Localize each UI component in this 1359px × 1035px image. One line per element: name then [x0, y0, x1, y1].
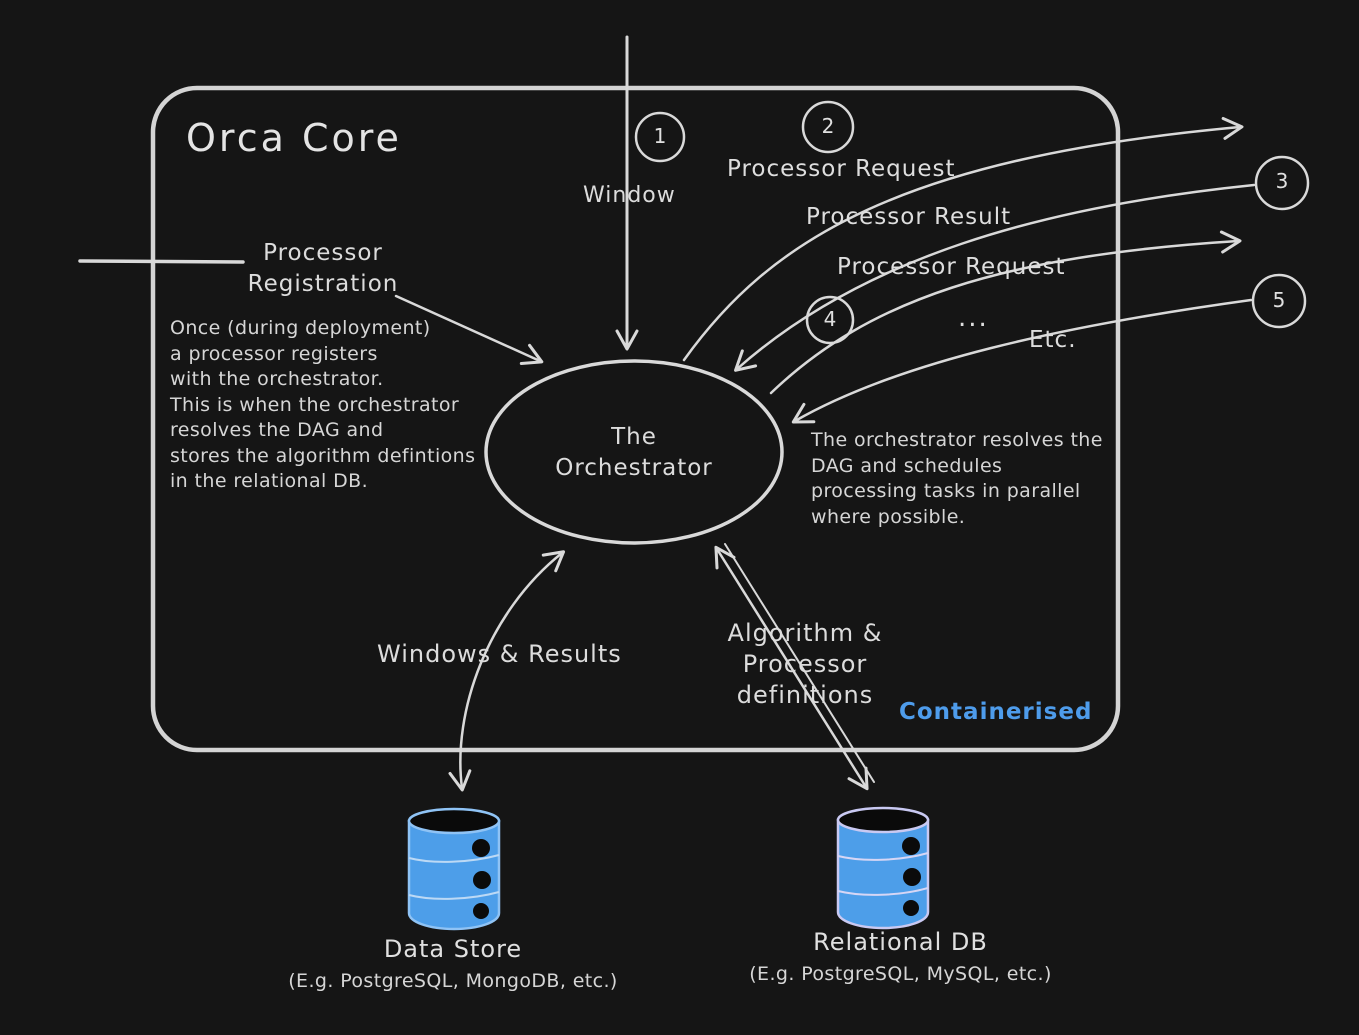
processor-request-out-arrow-1: [682, 116, 1244, 362]
registration-arrow: [394, 294, 544, 366]
relational-db-cylinder-top: [836, 806, 930, 834]
windows-results-label: Windows & Results: [377, 640, 622, 668]
containerised-label: Containerised: [899, 699, 1093, 725]
step-circle-1: [634, 111, 686, 163]
processor-result-label: Processor Result: [806, 204, 1012, 230]
step-number-2: 2: [821, 114, 835, 138]
etc-label: Etc.: [1029, 327, 1077, 353]
data-store-cylinder: [407, 807, 501, 931]
relational-db-dot-2: [903, 868, 921, 886]
orchestrator-ellipse: [484, 359, 784, 545]
processor-request-label-1: Processor Request: [727, 156, 956, 182]
orchestrator-label: The Orchestrator: [555, 424, 713, 481]
data-store-dot-3: [473, 903, 489, 919]
algorithm-definitions-arrow-double-stroke: [724, 543, 875, 783]
step-number-5: 5: [1272, 288, 1286, 312]
step-number-1: 1: [653, 124, 667, 148]
relational-db-dot-1: [902, 837, 920, 855]
relational-db-band-1: [837, 852, 929, 861]
step-circle-5: [1251, 273, 1307, 329]
registration-note: Once (during deployment) a processor reg…: [170, 317, 476, 492]
windows-results-arrow: [448, 550, 566, 792]
processor-request-out-arrow-2: [769, 230, 1242, 395]
processor-registration-label: Processor Registration: [247, 240, 399, 297]
data-store-examples: (E.g. PostgreSQL, MongoDB, etc.): [288, 970, 618, 992]
data-store-name: Data Store: [383, 935, 523, 963]
external-registration-line: [78, 259, 245, 264]
relational-db-examples: (E.g. PostgreSQL, MySQL, etc.): [749, 963, 1052, 985]
relational-db-dot-3: [903, 900, 919, 916]
processor-result-in-arrow: [734, 183, 1256, 372]
step-number-4: 4: [823, 307, 837, 331]
data-store-band-2: [408, 891, 500, 900]
step-circle-2: [801, 100, 855, 154]
etc-in-arrow: [791, 298, 1253, 424]
step-circle-3: [1254, 155, 1310, 211]
data-store-dot-2: [473, 871, 491, 889]
scheduling-note: The orchestrator resolves the DAG and sc…: [811, 429, 1103, 528]
data-store-band-1: [408, 854, 500, 863]
page-title: Orca Core: [186, 116, 402, 160]
relational-db-band-2: [837, 887, 929, 896]
relational-db-name: Relational DB: [813, 928, 988, 956]
algorithm-definitions-label: Algorithm & Processor definitions: [727, 619, 883, 709]
processor-request-label-2: Processor Request: [837, 254, 1066, 280]
relational-db-cylinder: [836, 806, 930, 930]
data-store-dot-1: [472, 839, 490, 857]
data-store-caption: Data Store (E.g. PostgreSQL, MongoDB, et…: [283, 935, 623, 992]
relational-db-caption: Relational DB (E.g. PostgreSQL, MySQL, e…: [728, 928, 1073, 985]
step-circle-4: [805, 295, 855, 345]
data-store-cylinder-top: [407, 807, 501, 835]
algorithm-definitions-arrow: [714, 545, 869, 791]
window-label: Window: [583, 183, 676, 208]
step-circles: [634, 100, 1310, 345]
orca-core-box: [150, 85, 1121, 753]
step-number-3: 3: [1275, 169, 1289, 193]
ellipsis-label: ...: [958, 303, 989, 333]
